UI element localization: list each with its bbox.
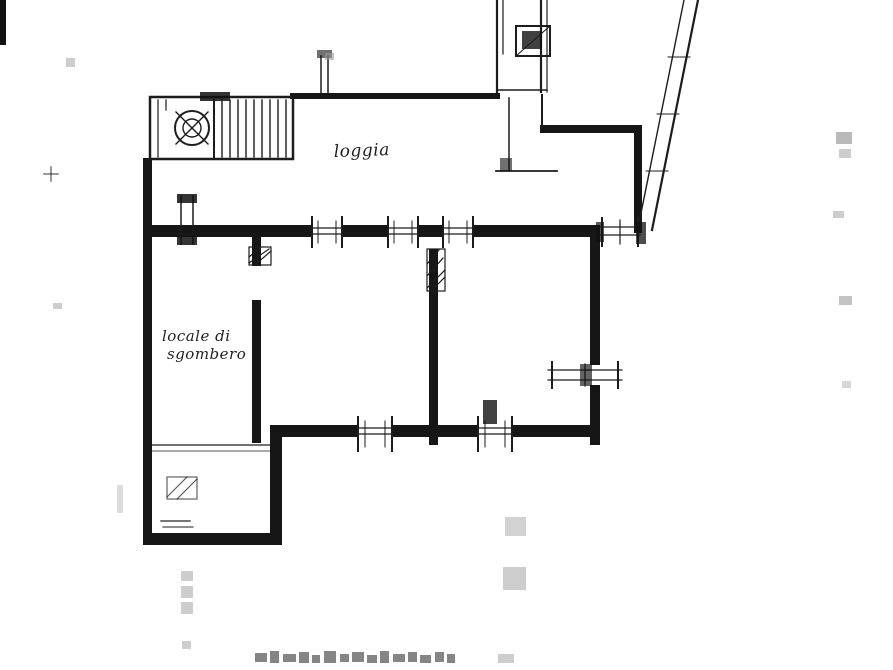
windows-bottom-wall xyxy=(357,400,513,452)
label-storage-line1: locale di xyxy=(162,327,231,345)
walls xyxy=(143,93,642,545)
windows-main-wall xyxy=(311,216,646,248)
door-hatches xyxy=(248,246,446,300)
label-loggia: loggia xyxy=(333,140,390,162)
flue-marks xyxy=(177,50,332,245)
scan-noise xyxy=(0,0,852,663)
exterior-ramp xyxy=(637,0,700,232)
staircase xyxy=(148,92,295,161)
interior-marks xyxy=(160,476,198,528)
entrance-passage xyxy=(495,0,558,172)
window-right-wall xyxy=(547,361,623,389)
illegible-caption xyxy=(255,651,455,663)
label-storage-line2: sgombero xyxy=(167,345,246,363)
room-labels: loggia locale di sgombero xyxy=(162,140,390,363)
